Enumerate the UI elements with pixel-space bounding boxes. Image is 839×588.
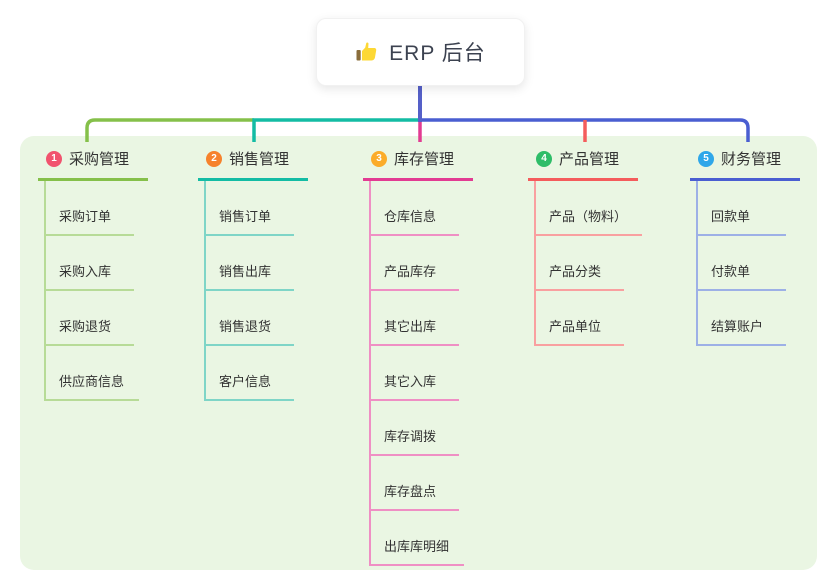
child-label: 采购订单	[59, 209, 112, 224]
child-label: 库存调拨	[384, 429, 437, 444]
child-node[interactable]: 产品单位	[536, 291, 624, 346]
child-node[interactable]: 付款单	[698, 236, 786, 291]
branch-column-2: 2 销售管理销售订单销售出库销售退货客户信息	[198, 148, 308, 401]
branch-column-5: 5 财务管理回款单付款单结算账户	[690, 148, 800, 346]
branches-panel	[20, 136, 817, 570]
thumbs-up-icon	[355, 40, 379, 64]
branch-children: 仓库信息产品库存其它出库其它入库库存调拨库存盘点出库库明细	[369, 181, 465, 566]
child-node[interactable]: 仓库信息	[371, 181, 459, 236]
branch-badge: 4	[536, 150, 552, 167]
branch-label: 产品管理	[559, 151, 620, 168]
child-label: 产品分类	[549, 264, 602, 279]
branch-label: 销售管理	[229, 151, 290, 168]
child-node[interactable]: 其它入库	[371, 346, 459, 401]
child-label: 产品（物料）	[549, 209, 628, 224]
child-label: 销售退货	[219, 319, 272, 334]
child-label: 供应商信息	[59, 374, 125, 389]
child-node[interactable]: 结算账户	[698, 291, 786, 346]
branch-node-1[interactable]: 1 采购管理	[38, 148, 148, 181]
child-label: 产品库存	[384, 264, 437, 279]
branch-column-1: 1 采购管理采购订单采购入库采购退货供应商信息	[38, 148, 148, 401]
child-label: 结算账户	[711, 319, 764, 334]
child-node[interactable]: 销售退货	[206, 291, 294, 346]
child-label: 销售订单	[219, 209, 272, 224]
child-node[interactable]: 出库库明细	[371, 511, 465, 566]
child-node[interactable]: 采购订单	[46, 181, 134, 236]
child-label: 采购入库	[59, 264, 112, 279]
child-label: 其它入库	[384, 374, 437, 389]
child-node[interactable]: 产品库存	[371, 236, 459, 291]
branch-children: 采购订单采购入库采购退货供应商信息	[44, 181, 140, 401]
child-node[interactable]: 采购入库	[46, 236, 134, 291]
child-node[interactable]: 销售订单	[206, 181, 294, 236]
child-node[interactable]: 回款单	[698, 181, 786, 236]
branch-badge: 1	[46, 150, 62, 167]
branch-node-4[interactable]: 4 产品管理	[528, 148, 638, 181]
child-label: 销售出库	[219, 264, 272, 279]
child-label: 付款单	[711, 264, 751, 279]
child-node[interactable]: 销售出库	[206, 236, 294, 291]
branch-node-5[interactable]: 5 财务管理	[690, 148, 800, 181]
branch-badge: 3	[371, 150, 387, 167]
child-node[interactable]: 产品（物料）	[536, 181, 643, 236]
branch-badge: 5	[698, 150, 714, 167]
child-label: 仓库信息	[384, 209, 437, 224]
root-node[interactable]: ERP 后台	[316, 18, 525, 86]
child-label: 出库库明细	[384, 539, 450, 554]
branch-children: 产品（物料） 产品分类产品单位	[534, 181, 643, 346]
root-title: ERP 后台	[389, 42, 486, 65]
child-node[interactable]: 客户信息	[206, 346, 294, 401]
branch-column-4: 4 产品管理产品（物料） 产品分类产品单位	[528, 148, 643, 346]
branch-children: 销售订单销售出库销售退货客户信息	[204, 181, 294, 401]
child-node[interactable]: 库存盘点	[371, 456, 459, 511]
child-node[interactable]: 采购退货	[46, 291, 134, 346]
child-label: 回款单	[711, 209, 751, 224]
child-label: 产品单位	[549, 319, 602, 334]
branch-node-2[interactable]: 2 销售管理	[198, 148, 308, 181]
child-label: 库存盘点	[384, 484, 437, 499]
branch-label: 库存管理	[394, 151, 455, 168]
branch-column-3: 3 库存管理仓库信息产品库存其它出库其它入库库存调拨库存盘点出库库明细	[363, 148, 473, 566]
child-node[interactable]: 库存调拨	[371, 401, 459, 456]
branch-node-3[interactable]: 3 库存管理	[363, 148, 473, 181]
branch-children: 回款单付款单结算账户	[696, 181, 786, 346]
branch-label: 采购管理	[69, 151, 130, 168]
child-node[interactable]: 其它出库	[371, 291, 459, 346]
child-node[interactable]: 产品分类	[536, 236, 624, 291]
child-label: 其它出库	[384, 319, 437, 334]
branch-label: 财务管理	[721, 151, 782, 168]
child-node[interactable]: 供应商信息	[46, 346, 140, 401]
child-label: 采购退货	[59, 319, 112, 334]
branch-badge: 2	[206, 150, 222, 167]
child-label: 客户信息	[219, 374, 272, 389]
